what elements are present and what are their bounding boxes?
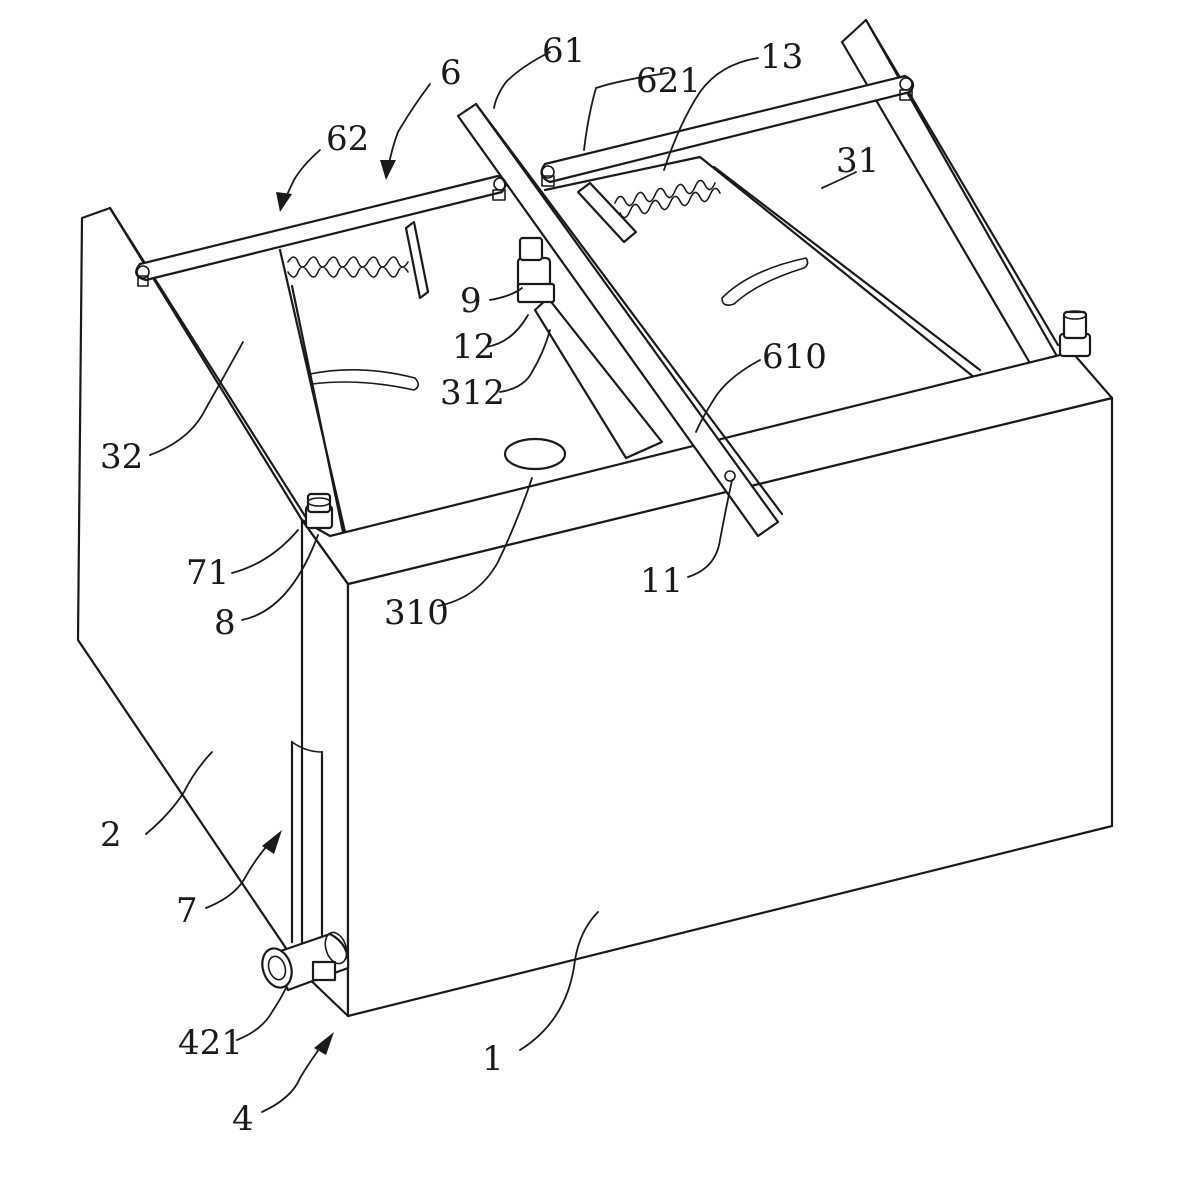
spring-left <box>288 257 408 277</box>
label-71: 71 <box>186 553 229 593</box>
spring-assemblies <box>288 180 720 298</box>
label-11: 11 <box>640 561 683 601</box>
label-62: 62 <box>326 119 369 159</box>
label-7: 7 <box>176 891 198 931</box>
label-9: 9 <box>460 281 482 321</box>
right-back-post <box>842 20 1058 370</box>
label-1: 1 <box>482 1039 504 1079</box>
slot-312 <box>535 298 662 458</box>
link-bar-62 <box>136 176 506 286</box>
label-6: 6 <box>440 53 462 93</box>
drain-hole-310 <box>505 439 565 469</box>
press-plate-left <box>406 222 428 298</box>
label-421: 421 <box>178 1023 243 1063</box>
label-31: 31 <box>836 141 879 181</box>
press-plate-13 <box>578 183 636 242</box>
label-312: 312 <box>440 373 505 413</box>
spring-13 <box>615 180 720 217</box>
label-2: 2 <box>100 815 122 855</box>
left-wall-2 <box>78 208 348 1016</box>
label-310: 310 <box>384 593 449 633</box>
label-4: 4 <box>232 1099 254 1139</box>
curved-slot-right <box>722 258 808 305</box>
bolt-71 <box>306 494 332 528</box>
label-8: 8 <box>214 603 236 643</box>
connector-9 <box>518 238 554 302</box>
label-12: 12 <box>452 327 495 367</box>
label-13: 13 <box>760 37 803 77</box>
label-621: 621 <box>636 61 701 101</box>
label-610: 610 <box>762 337 827 377</box>
bolt-right <box>1060 311 1090 356</box>
label-61: 61 <box>542 31 585 71</box>
curved-slot-left <box>310 370 418 390</box>
label-32: 32 <box>100 437 143 477</box>
